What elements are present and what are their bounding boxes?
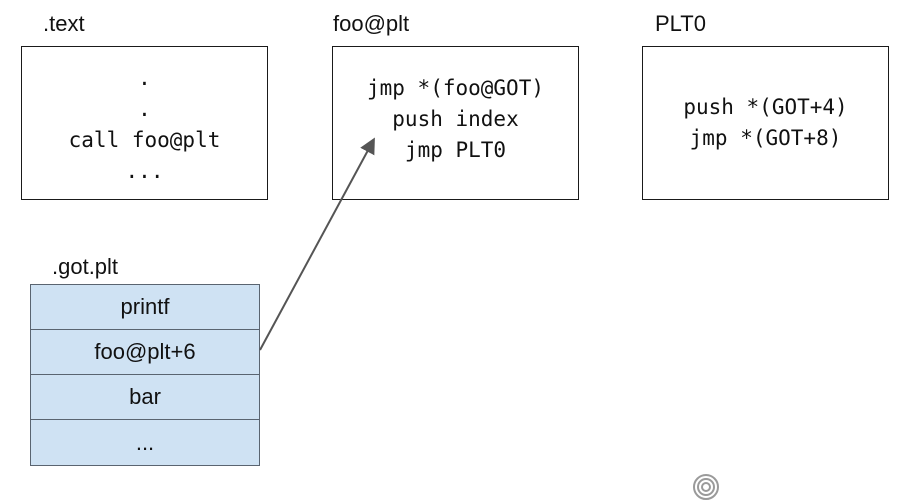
watermark-icon — [693, 474, 719, 500]
text-line-call: call foo@plt — [68, 128, 221, 152]
plt0-label: PLT0 — [655, 11, 706, 36]
foo-plt-line-jmp-plt0: jmp PLT0 — [404, 137, 507, 162]
got-entry-printf: printf — [31, 285, 259, 330]
text-section-label: .text — [43, 11, 85, 36]
foo-plt-line-push-index: push index — [392, 106, 519, 131]
plt0-box: push *(GOT+4) jmp *(GOT+8) — [642, 46, 889, 200]
foo-plt-label: foo@plt — [333, 11, 410, 36]
text-line: ... — [125, 159, 164, 183]
got-entry-ellipsis: ... — [135, 429, 155, 455]
foo-plt-line-jmp-got: jmp *(foo@GOT) — [366, 75, 544, 100]
text-line: . — [138, 66, 151, 90]
got-entry-foo: foo@plt+6 — [31, 330, 259, 375]
got-entry-bar: bar — [31, 375, 259, 420]
plt0-line-jmp: jmp *(GOT+8) — [689, 126, 842, 150]
text-line: . — [138, 97, 151, 121]
plt0-line-push: push *(GOT+4) — [683, 95, 848, 119]
foo-plt-box: jmp *(foo@GOT) push index jmp PLT0 — [332, 46, 579, 200]
got-plt-label: .got.plt — [52, 254, 119, 279]
got-plt-table: printf foo@plt+6 bar ... — [30, 284, 260, 466]
text-section-box: . . call foo@plt ... — [21, 46, 268, 200]
